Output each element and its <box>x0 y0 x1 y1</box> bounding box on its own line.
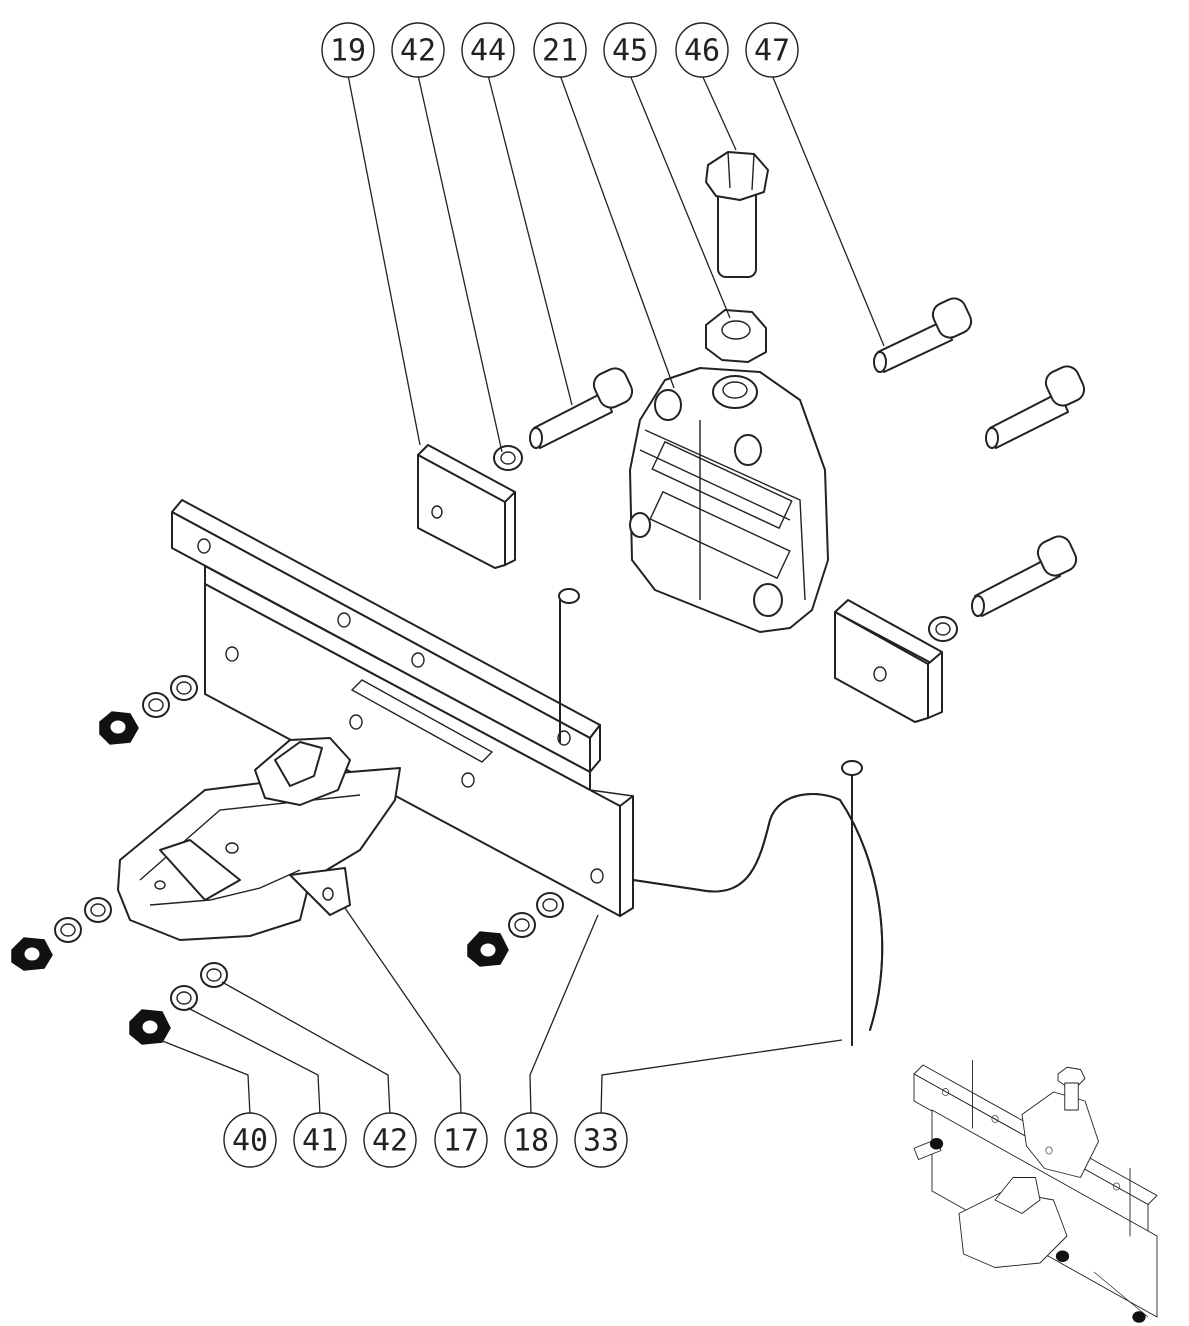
nut-washer-group-bottom <box>129 962 228 1045</box>
callout-47: 47 <box>745 22 799 78</box>
callout-44: 44 <box>461 22 515 78</box>
leader-45 <box>629 74 731 319</box>
svg-text:44: 44 <box>470 34 506 69</box>
leader-41 <box>187 1007 321 1116</box>
clip-bracket-19 <box>417 444 516 569</box>
callout-19: 19 <box>321 22 375 78</box>
callout-46: 46 <box>675 22 729 78</box>
nut-washer-group-lower-left <box>11 897 112 971</box>
hex-nut-45 <box>705 309 767 363</box>
svg-text:40: 40 <box>232 1124 268 1159</box>
leader-42-top <box>417 74 503 453</box>
socket-bolt-47-b <box>985 365 1086 449</box>
hex-bolt-46 <box>705 151 769 278</box>
svg-text:42: 42 <box>400 34 436 69</box>
callout-41: 41 <box>293 1112 347 1168</box>
socket-bolt-44 <box>529 367 634 449</box>
callout-45: 45 <box>603 22 657 78</box>
svg-text:21: 21 <box>542 34 578 69</box>
callout-17: 17 <box>434 1112 488 1168</box>
hitch-plate-17 <box>117 737 401 941</box>
svg-text:47: 47 <box>754 34 790 69</box>
leader-19 <box>347 74 421 446</box>
nut-washer-group-center <box>467 892 564 967</box>
svg-text:17: 17 <box>443 1124 479 1159</box>
callout-42-top: 42 <box>391 22 445 78</box>
svg-text:19: 19 <box>330 34 366 69</box>
washer-42-top <box>493 445 523 471</box>
washer-right <box>928 616 958 642</box>
socket-bolt-47-c <box>971 535 1078 617</box>
leader-42-bottom <box>221 981 391 1116</box>
svg-text:42: 42 <box>372 1124 408 1159</box>
rod-33 <box>558 588 884 1046</box>
callouts-bottom: 40 41 42 17 18 33 <box>223 1112 628 1168</box>
leader-33 <box>600 1039 843 1116</box>
callout-42-bottom: 42 <box>363 1112 417 1168</box>
svg-text:18: 18 <box>513 1124 549 1159</box>
leader-18 <box>529 914 599 1116</box>
leader-lines <box>159 74 885 1116</box>
callout-18: 18 <box>504 1112 558 1168</box>
housing-21 <box>629 367 829 633</box>
callout-21: 21 <box>533 22 587 78</box>
nut-washer-group-upper-left <box>99 675 198 745</box>
callouts-top: 19 42 44 21 45 46 47 <box>321 22 799 78</box>
leader-21 <box>559 74 675 389</box>
svg-text:33: 33 <box>583 1124 619 1159</box>
svg-text:46: 46 <box>684 34 720 69</box>
mounting-plate-18 <box>171 499 634 917</box>
leader-46 <box>701 74 737 151</box>
clip-bracket-right <box>834 599 943 723</box>
svg-text:41: 41 <box>302 1124 338 1159</box>
callout-33: 33 <box>574 1112 628 1168</box>
leader-47 <box>771 74 885 347</box>
leader-17 <box>344 907 462 1116</box>
callout-40: 40 <box>223 1112 277 1168</box>
socket-bolt-47-a <box>873 297 973 373</box>
svg-text:45: 45 <box>612 34 648 69</box>
assembled-view <box>913 1060 1158 1323</box>
leader-40 <box>159 1039 251 1116</box>
leader-44 <box>487 74 573 406</box>
